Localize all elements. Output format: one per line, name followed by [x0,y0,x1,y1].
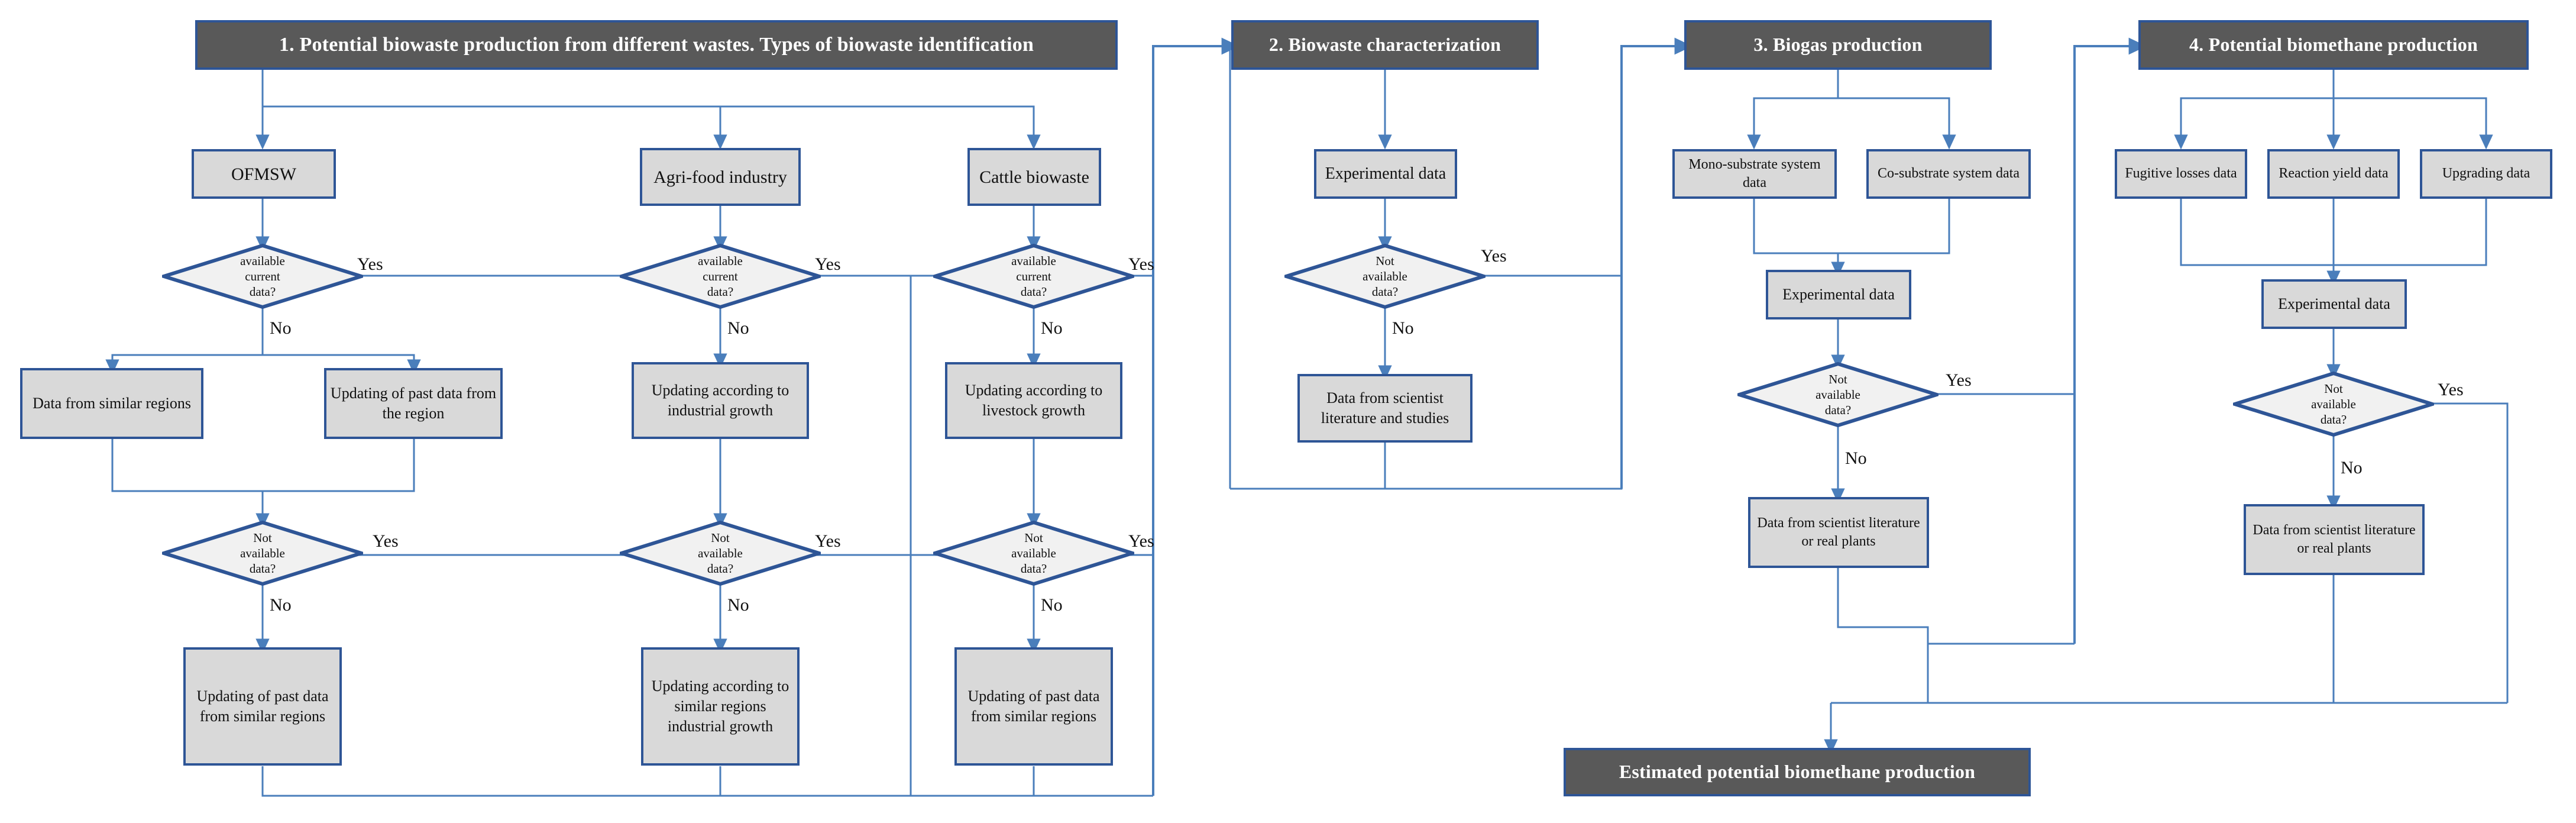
edge-label-s1b-no: No [727,318,749,338]
diamond-shape [620,521,821,586]
node-ofmsw-label: OFMSW [231,164,297,184]
node-updating-livestock-growth: Updating according to livestock growth [945,362,1122,439]
edge-label-s1a-no2: No [270,595,292,615]
node-fallback-agri-label: Updating according to similar regions in… [651,677,789,735]
node-ofmsw: OFMSW [192,149,336,199]
phase-header-4-label: 4. Potential biomethane production [2189,34,2478,56]
edge-label-s1c-yes2: Yes [1128,531,1154,551]
edge-label-s1b-no2: No [727,595,749,615]
diamond-shape [620,244,821,309]
node-s4-experimental-data-label: Experimental data [2278,295,2390,313]
node-s2-literature-label: Data from scientist literature and studi… [1321,389,1449,427]
edge-label-s1c-no: No [1041,318,1063,338]
edge-label-s2-yes: Yes [1481,246,1507,266]
edge-label-s1b-yes: Yes [815,254,841,274]
edge-label-s1a-no: No [270,318,292,338]
node-data-from-similar-regions: Data from similar regions [20,368,203,439]
node-s4-experimental-data: Experimental data [2261,279,2407,329]
node-reaction-yield-label: Reaction yield data [2279,166,2389,182]
phase-header-3: 3. Biogas production [1684,20,1992,70]
diamond-shape [2233,372,2434,437]
node-s3-literature-label: Data from scientist literature or real p… [1757,515,1920,549]
edge-label-s3-no: No [1845,448,1867,468]
diamond-shape [1284,244,1486,309]
node-s3-experimental-data-label: Experimental data [1782,286,1895,304]
edge-label-s2-no: No [1392,318,1414,338]
node-updating-industrial-growth-label: Updating according to industrial growth [651,382,789,419]
node-cattle-biowaste-label: Cattle biowaste [979,167,1089,187]
node-fugitive-losses: Fugitive losses data [2115,149,2247,199]
node-s4-literature: Data from scientist literature or real p… [2244,504,2425,575]
diamond-shape [162,244,363,309]
node-fallback-cattle: Updating of past data from similar regio… [954,647,1113,766]
diamond-shape [933,521,1134,586]
phase-header-4: 4. Potential biomethane production [2138,20,2529,70]
node-fallback-cattle-label: Updating of past data from similar regio… [967,688,1100,725]
node-cattle-biowaste: Cattle biowaste [967,148,1101,206]
node-upgrading-data: Upgrading data [2420,149,2552,199]
phase-header-1-label: 1. Potential biowaste production from di… [279,34,1034,56]
edge-label-s1c-no2: No [1041,595,1063,615]
node-agri-food-industry: Agri-food industry [640,148,801,206]
node-updating-past-data-region-label: Updating of past data from the region [330,385,497,422]
decision-ofmsw-current-data: available current data? availablecurrent… [162,244,363,309]
node-co-substrate-label: Co-substrate system data [1878,166,2020,182]
node-updating-livestock-growth-label: Updating according to livestock growth [965,382,1103,419]
node-final-estimated-biomethane-label: Estimated potential biomethane productio… [1619,761,1976,783]
node-s4-literature-label: Data from scientist literature or real p… [2253,522,2416,556]
phase-header-2-label: 2. Biowaste characterization [1268,34,1501,56]
node-fallback-ofmsw-label: Updating of past data from similar regio… [196,688,329,725]
node-s2-experimental-data-label: Experimental data [1325,164,1446,183]
node-mono-substrate: Mono-substrate system data [1672,149,1837,199]
node-s2-experimental-data: Experimental data [1314,149,1457,199]
edge-label-s1a-yes: Yes [357,254,383,274]
node-upgrading-data-label: Upgrading data [2442,166,2530,182]
node-fallback-ofmsw: Updating of past data from similar regio… [183,647,342,766]
node-fugitive-losses-label: Fugitive losses data [2125,166,2237,182]
edge-label-s4-no: No [2341,458,2363,477]
phase-header-2: 2. Biowaste characterization [1231,20,1539,70]
diamond-shape [933,244,1134,309]
node-s3-literature: Data from scientist literature or real p… [1748,497,1929,568]
node-agri-food-industry-label: Agri-food industry [653,167,787,187]
phase-header-1: 1. Potential biowaste production from di… [195,20,1118,70]
node-reaction-yield: Reaction yield data [2267,149,2400,199]
node-co-substrate: Co-substrate system data [1866,149,2031,199]
edge-label-s1a-yes2: Yes [373,531,399,551]
node-fallback-agri: Updating according to similar regions in… [641,647,800,766]
node-updating-past-data-region: Updating of past data from the region [324,368,503,439]
node-final-estimated-biomethane: Estimated potential biomethane productio… [1564,748,2031,796]
edge-label-s4-yes: Yes [2438,380,2464,399]
edge-label-s1b-yes2: Yes [815,531,841,551]
diamond-shape [1737,362,1939,427]
node-s3-experimental-data: Experimental data [1766,270,1911,319]
node-data-from-similar-regions-label: Data from similar regions [33,395,191,412]
diamond-shape [162,521,363,586]
node-s2-literature: Data from scientist literature and studi… [1297,374,1473,443]
edge-label-s3-yes: Yes [1946,370,1972,390]
phase-header-3-label: 3. Biogas production [1753,34,1923,56]
edge-label-s1c-yes: Yes [1128,254,1154,274]
node-updating-industrial-growth: Updating according to industrial growth [632,362,809,439]
node-mono-substrate-label: Mono-substrate system data [1688,156,1821,191]
